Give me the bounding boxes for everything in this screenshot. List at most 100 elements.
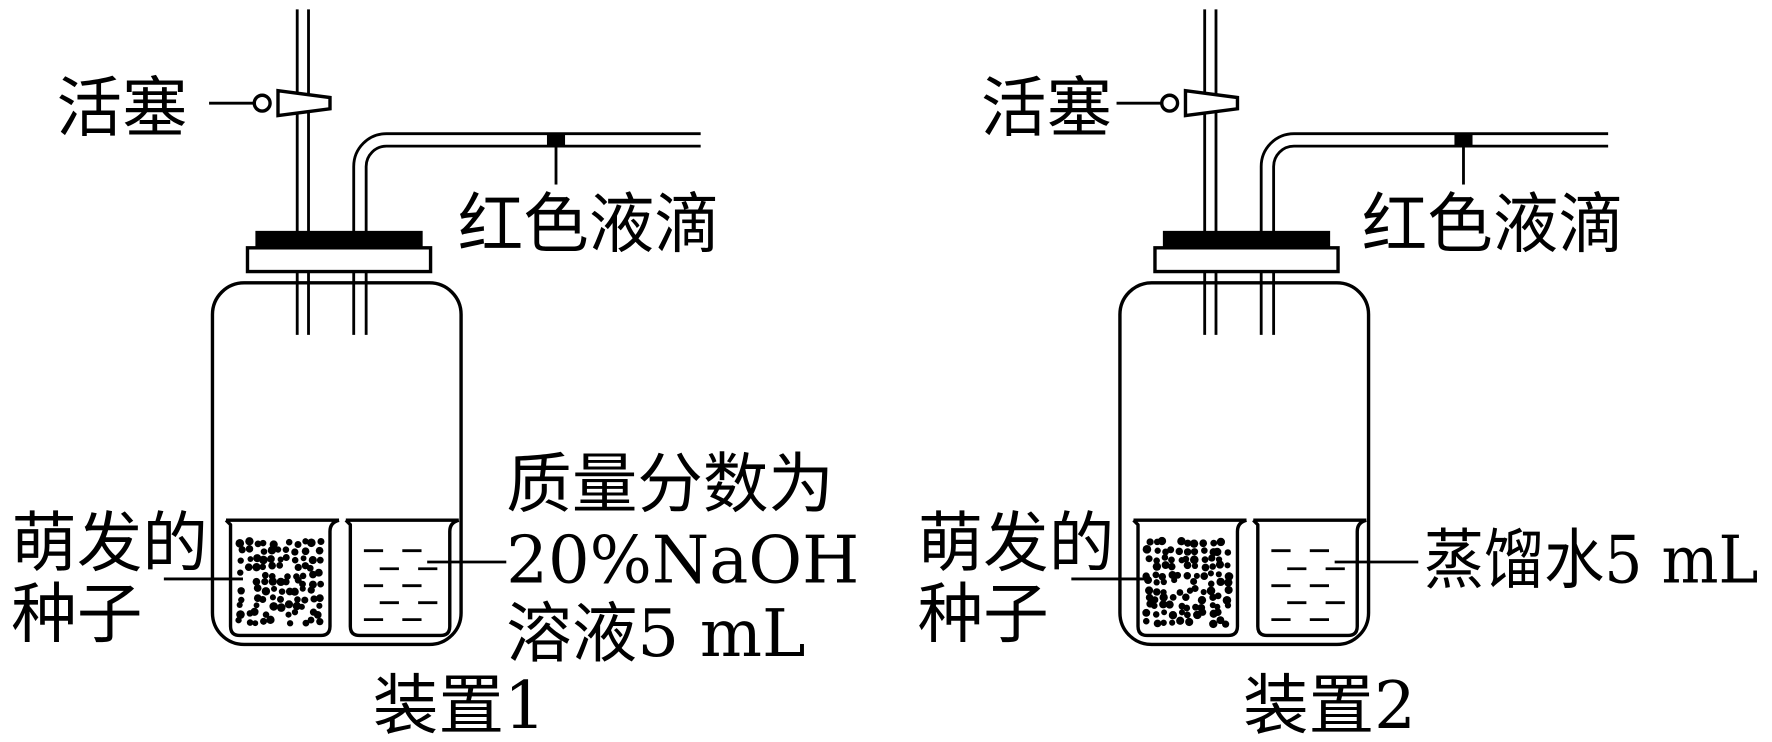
- red-droplet: [546, 132, 566, 148]
- bent-tube-inner-wall: [1272, 144, 1609, 335]
- seed-dot: [1186, 587, 1194, 594]
- seed-dot: [1146, 538, 1154, 546]
- stopper-top-band: [1162, 230, 1331, 248]
- seed-dot: [1221, 620, 1230, 628]
- seed-dot: [1184, 611, 1191, 619]
- seed-dot: [235, 539, 245, 548]
- seed-dot: [259, 563, 267, 571]
- seed-dot: [1193, 572, 1200, 579]
- jar: [210, 281, 463, 647]
- seed-dot: [1153, 588, 1161, 596]
- seed-dot: [1145, 555, 1153, 563]
- seed-dot: [252, 577, 261, 586]
- stopcock-handle: [1160, 93, 1180, 113]
- seed-dot: [1201, 556, 1209, 564]
- seed-dot: [1142, 617, 1150, 625]
- seed-dot: [1165, 600, 1174, 609]
- seed-dot: [266, 615, 275, 625]
- apparatus-1: [163, 9, 701, 647]
- seed-dot: [1183, 561, 1192, 570]
- red-droplet: [1454, 132, 1473, 148]
- seed-dot: [1189, 555, 1199, 565]
- seed-dot: [1153, 619, 1162, 628]
- seed-dot: [1213, 547, 1222, 557]
- seed-dot: [1210, 539, 1218, 547]
- seed-dot: [259, 596, 267, 604]
- seed-dot: [1145, 586, 1154, 595]
- seed-dot: [1158, 572, 1167, 581]
- water-beaker: [1252, 518, 1367, 638]
- seed-dot: [1168, 611, 1178, 620]
- seed-dot: [254, 540, 262, 548]
- seed-dot: [244, 563, 253, 572]
- seed-pile: [1142, 536, 1234, 629]
- seed-dot: [1209, 619, 1218, 629]
- seed-dot: [285, 611, 292, 618]
- seed-dot: [310, 595, 318, 603]
- seed-dot: [309, 570, 317, 579]
- seed-dot: [253, 584, 262, 592]
- seed-dot: [284, 600, 294, 609]
- seed-dot: [1185, 617, 1194, 627]
- seed-dot: [1215, 560, 1225, 569]
- seed-dot: [317, 580, 325, 588]
- water-liquid: [1271, 549, 1345, 622]
- seed-dot: [262, 611, 270, 618]
- seed-dot: [313, 611, 322, 619]
- bent-tube-inner-wall: [364, 144, 701, 335]
- seed-label-line-1: 萌发的: [11, 505, 208, 581]
- seed-dot: [236, 601, 243, 608]
- seed-dot: [1176, 616, 1185, 625]
- seed-dot: [306, 564, 314, 572]
- seed-dot: [1152, 571, 1160, 579]
- stopcock-label: 活塞: [57, 70, 188, 146]
- seed-dot: [307, 616, 315, 624]
- seed-dot: [1157, 536, 1167, 546]
- seed-dot: [1168, 556, 1175, 564]
- seed-dot: [1209, 593, 1217, 601]
- seed-label-line-2: 种子: [918, 577, 1049, 653]
- seed-dot: [1159, 600, 1168, 609]
- seed-dot: [260, 548, 268, 555]
- seed-dot: [298, 603, 305, 610]
- seed-dot: [237, 587, 245, 595]
- seed-label-line-1: 萌发的: [918, 505, 1115, 581]
- seed-dot: [1213, 608, 1222, 617]
- seed-dot: [1199, 539, 1208, 548]
- seed-dot: [1169, 619, 1176, 626]
- seed-dot: [316, 618, 324, 626]
- seed-dot: [1152, 611, 1160, 618]
- seed-dot: [276, 595, 284, 603]
- seed-dot: [278, 588, 286, 595]
- water-label: 蒸馏水5 mL: [1424, 522, 1759, 598]
- seed-dot: [247, 556, 254, 562]
- seed-dot: [1160, 578, 1167, 586]
- bent-tube-outer-wall: [1259, 132, 1609, 335]
- seed-dot: [302, 538, 309, 545]
- seed-dot: [267, 546, 277, 555]
- seed-dot: [1183, 572, 1192, 580]
- seed-dot: [1207, 570, 1214, 577]
- seed-dot: [1190, 548, 1199, 556]
- seed-dot: [316, 556, 324, 564]
- seed-dot: [1191, 562, 1199, 569]
- seed-dot: [1176, 589, 1184, 596]
- seed-dot: [1169, 593, 1177, 601]
- seed-dot: [282, 546, 290, 553]
- seed-dot: [291, 548, 299, 556]
- apparatus-caption: 装置1: [373, 668, 546, 742]
- seed-dot: [307, 538, 316, 548]
- seed-dot: [308, 555, 317, 565]
- seed-dot: [1152, 562, 1162, 571]
- seed-dot: [285, 538, 293, 546]
- solution-label-line-2: 20%NaOH: [506, 522, 859, 598]
- seed-dot: [1151, 602, 1158, 609]
- seed-dot: [260, 617, 268, 625]
- seed-dot: [1142, 545, 1152, 554]
- seed-dot: [1178, 609, 1186, 616]
- seed-dot: [1168, 571, 1177, 579]
- jar: [1118, 281, 1371, 647]
- seed-dot: [301, 547, 310, 556]
- seed-dot: [1224, 549, 1232, 556]
- seed-dot: [259, 539, 267, 547]
